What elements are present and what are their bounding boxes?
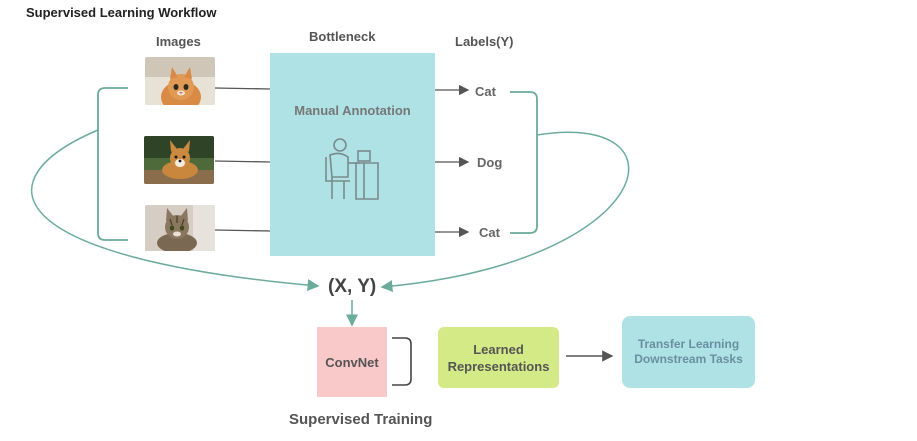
xy-pair: (X, Y) — [328, 276, 377, 297]
transfer-learning-box: Transfer Learning Downstream Tasks — [622, 316, 755, 388]
images-to-xy-curve — [30, 129, 320, 292]
transfer-line-2: Downstream Tasks — [634, 352, 743, 366]
labels-bracket — [510, 91, 538, 234]
convnet-bracket — [392, 337, 412, 386]
label-dog: Dog — [477, 155, 503, 170]
supervised-training-caption: Supervised Training — [289, 411, 433, 428]
images-header: Images — [156, 34, 201, 49]
cat-image-1 — [145, 57, 215, 105]
manual-annotation-label: Manual Annotation — [294, 103, 411, 118]
dog-image — [144, 136, 214, 184]
learned-representations-box: Learned Representations — [438, 327, 559, 388]
bottleneck-header: Bottleneck — [309, 29, 376, 44]
diagram-title: Supervised Learning Workflow — [26, 5, 217, 20]
learned-line-2: Representations — [447, 358, 550, 374]
label-cat-2: Cat — [479, 225, 500, 240]
convnet-box: ConvNet — [317, 327, 387, 397]
images-bracket — [97, 87, 128, 241]
person-at-computer-icon — [325, 138, 379, 200]
manual-annotation-box: Manual Annotation — [270, 53, 435, 256]
convnet-label: ConvNet — [325, 354, 379, 370]
image-to-bottleneck-line-2 — [214, 160, 271, 163]
image-to-bottleneck-line-3 — [214, 229, 271, 232]
cat-image-2 — [145, 205, 215, 253]
labels-header: Labels(Y) — [455, 34, 514, 49]
labels-to-xy-curve — [380, 131, 630, 293]
label-cat-1: Cat — [475, 84, 496, 99]
transfer-line-1: Transfer Learning — [637, 337, 740, 351]
learned-line-1: Learned — [473, 341, 524, 357]
image-to-bottleneck-line-1 — [214, 87, 271, 90]
